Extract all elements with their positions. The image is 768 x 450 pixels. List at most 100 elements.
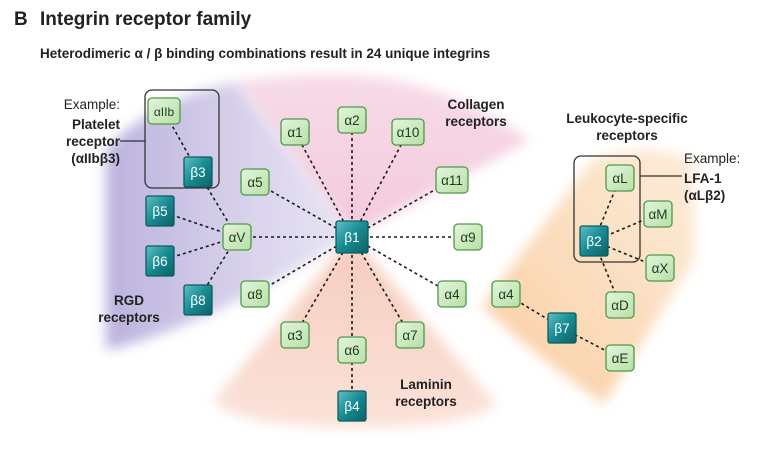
node-label-a1: α1 (287, 125, 302, 140)
leukocyte-label-1: Leukocyte-specific (566, 111, 688, 126)
alpha-node-a1: α1 (280, 118, 310, 146)
node-box-b8 (183, 284, 213, 316)
alpha-node-aIIb: αIIb (147, 97, 181, 125)
edge-b1-a11 (351, 179, 453, 238)
node-box-a4 (437, 280, 467, 308)
node-label-b2: β2 (586, 234, 601, 249)
node-label-aL: αL (612, 171, 628, 186)
platelet-label-1: Platelet (71, 117, 120, 132)
platelet-label-2: receptor (65, 134, 120, 149)
node-box-b7 (547, 312, 577, 344)
node-label-b6: β6 (152, 254, 167, 269)
laminin-label-2: receptors (395, 394, 457, 409)
alpha-node-a9: α9 (453, 223, 483, 251)
alpha-node-aD: αD (605, 291, 635, 319)
edge-b1-a1 (294, 131, 353, 238)
node-box-a5 (240, 168, 270, 196)
node-box-a10 (391, 118, 425, 146)
alpha-node-aE: αE (605, 344, 635, 372)
platelet-example-box (144, 89, 220, 189)
node-label-b3: β3 (190, 165, 205, 180)
node-box-aD (605, 291, 635, 319)
node-box-a1 (280, 118, 310, 146)
node-box-a2 (337, 106, 367, 134)
laminin-sector (214, 236, 496, 428)
beta-node-b6: β6 (145, 245, 175, 277)
alpha-node-a3: α3 (280, 321, 310, 349)
node-box-aX (645, 254, 675, 282)
node-box-aE (605, 344, 635, 372)
node-box-a8 (240, 280, 270, 308)
node-label-a11: α11 (441, 173, 463, 188)
node-box-b5 (145, 195, 175, 227)
node-label-a2: α2 (344, 113, 359, 128)
node-label-b4: β4 (344, 399, 360, 414)
edge-b1-a4 (351, 236, 453, 295)
alpha-node-a8: α8 (240, 280, 270, 308)
node-label-a9: α9 (460, 230, 475, 245)
node-box-aIIb (147, 97, 181, 125)
node-label-a6: α6 (344, 343, 359, 358)
alpha-node-a11: α11 (435, 166, 469, 194)
alpha-node-aM: αM (643, 200, 673, 228)
rgd-label-1: RGD (114, 293, 144, 308)
node-box-a11 (435, 166, 469, 194)
alpha-node-a4b: α4 (491, 280, 521, 308)
node-label-a7: α7 (402, 328, 417, 343)
alpha-node-a2: α2 (337, 106, 367, 134)
beta-node-b7: β7 (547, 312, 577, 344)
collagen-sector (236, 74, 530, 236)
lfa1-example-box (573, 155, 641, 263)
node-box-a9 (453, 223, 483, 251)
node-label-aE: αE (612, 351, 629, 366)
node-label-a4b: α4 (498, 287, 514, 302)
collagen-label-1: Collagen (447, 97, 505, 112)
node-box-b3 (183, 156, 213, 188)
node-label-aX: αX (652, 261, 669, 276)
node-box-b6 (145, 245, 175, 277)
alpha-node-a10: α10 (391, 118, 425, 146)
node-label-a3: α3 (287, 328, 302, 343)
node-label-aD: αD (611, 298, 629, 313)
rgd-sector (106, 82, 352, 350)
alpha-node-a5: α5 (240, 168, 270, 196)
beta-node-b1: β1 (335, 220, 369, 254)
node-box-b4 (337, 390, 367, 422)
rgd-label-2: receptors (98, 310, 160, 325)
beta-node-b2: β2 (579, 225, 609, 257)
node-label-a10: α10 (397, 125, 420, 140)
beta-node-b5: β5 (145, 195, 175, 227)
beta-node-b8: β8 (183, 284, 213, 316)
node-box-a6 (337, 336, 367, 364)
alpha-node-a6: α6 (337, 336, 367, 364)
leukocyte-sector (482, 150, 694, 404)
node-box-aM (643, 200, 673, 228)
figure-subtitle: Heterodimeric α / β binding combinations… (40, 46, 491, 61)
node-label-b5: β5 (152, 204, 167, 219)
node-box-a3 (280, 321, 310, 349)
figure-title: Integrin receptor family (40, 9, 252, 30)
panel-letter: B (14, 9, 28, 30)
example-left-label: Example: (63, 97, 120, 112)
alpha-node-a7: α7 (395, 321, 425, 349)
alpha-node-aV: αV (222, 223, 252, 251)
node-label-b1: β1 (344, 230, 359, 245)
alpha-node-aX: αX (645, 254, 675, 282)
beta-node-b3: β3 (183, 156, 213, 188)
node-box-a4b (491, 280, 521, 308)
alpha-node-a4: α4 (437, 280, 467, 308)
alpha-node-aL: αL (605, 164, 635, 192)
node-label-a5: α5 (247, 175, 262, 190)
sector-backgrounds (106, 74, 694, 428)
lfa1-label-1: LFA-1 (684, 171, 722, 186)
laminin-label-1: Laminin (400, 377, 452, 392)
node-label-b7: β7 (554, 321, 569, 336)
node-box-b2 (579, 225, 609, 257)
collagen-label-2: receptors (445, 114, 507, 129)
example-right-label: Example: (684, 151, 741, 166)
integrin-nodes: β1 β3 β5 β6 β8 β4 β2 β7 αIIb α1 α2 α10 α11 α5 αV α9 α8 α4… (145, 97, 675, 422)
edge-b1-a10 (351, 131, 409, 238)
node-label-aM: αM (648, 207, 667, 222)
node-box-a7 (395, 321, 425, 349)
